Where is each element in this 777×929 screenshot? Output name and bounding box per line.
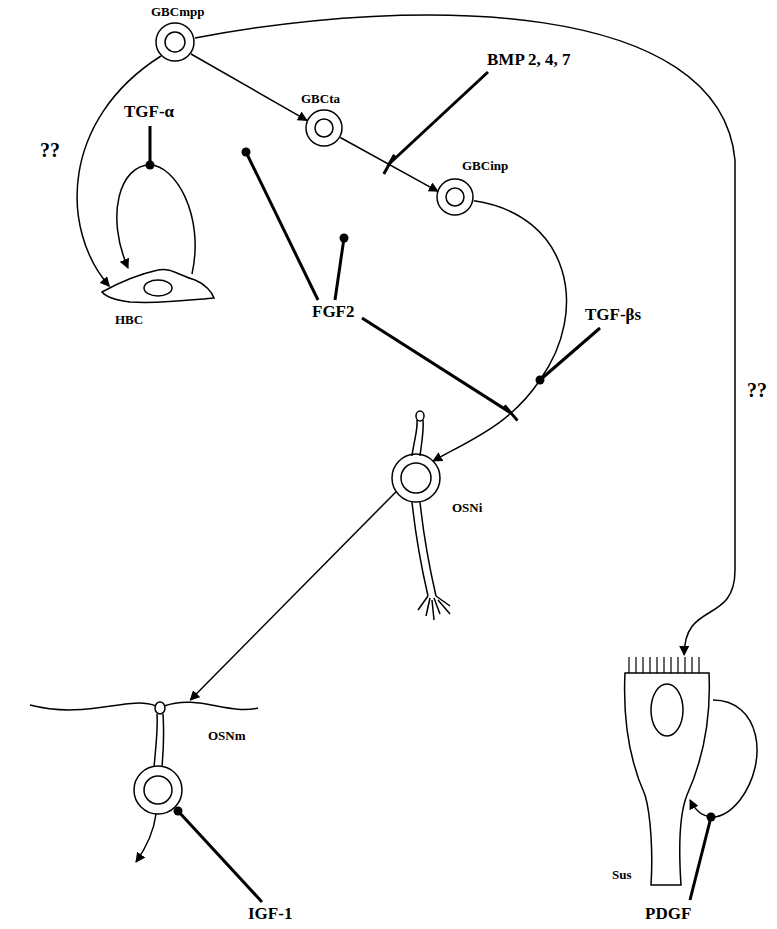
cell-label: Sus (612, 867, 632, 882)
progenitor-cell: GBCta (305, 109, 343, 147)
growth-factor-label: BMP 2, 4, 7 (487, 50, 571, 70)
lineage-arrow (340, 138, 438, 192)
cell-drawing (100, 262, 216, 306)
cell-label: GBCinp (462, 158, 508, 173)
sustentacular-cell: Sus (617, 655, 713, 890)
cell-drawing (305, 109, 343, 147)
cell-label: OSNm (208, 728, 246, 743)
autocrine-loop (117, 165, 195, 274)
lineage-arrow (77, 56, 161, 286)
factor-line (540, 328, 600, 380)
uncertain-label: ?? (745, 379, 769, 401)
basal-cell: HBC (100, 262, 216, 306)
growth-factor-label: TGF-βs (585, 305, 641, 325)
growth-factor-label: PDGF (645, 904, 691, 924)
factor-line (149, 126, 152, 165)
factor-line (362, 318, 511, 413)
mature-neuron: OSNm (118, 700, 203, 860)
lineage-arrow (195, 15, 735, 655)
growth-factor-label: IGF-1 (248, 904, 292, 924)
immature-neuron: OSNi (378, 410, 473, 625)
growth-factor-label: TGF-α (124, 102, 174, 122)
action-dot (707, 813, 716, 822)
cell-label: GBCmpp (151, 4, 204, 19)
growth-factor-label: FGF2 (312, 302, 355, 322)
cell-drawing (155, 22, 195, 62)
action-dot (242, 148, 251, 157)
factor-line (335, 238, 344, 300)
progenitor-cell: GBCinp (436, 178, 474, 216)
factor-line (246, 152, 318, 300)
action-dot (340, 234, 349, 243)
cell-drawing (436, 178, 474, 216)
stem-cell: GBCmpp (155, 22, 195, 62)
cell-label: GBCta (301, 91, 340, 106)
cell-label: OSNi (452, 500, 482, 515)
uncertain-label: ?? (38, 139, 62, 161)
action-dot (146, 161, 155, 170)
cell-drawing (118, 700, 203, 860)
factor-line (389, 72, 488, 164)
lineage-arrow (191, 54, 307, 120)
cell-label: HBC (115, 312, 143, 327)
cell-drawing (378, 410, 473, 625)
cell-drawing (617, 655, 713, 890)
lineage-arrow (190, 492, 396, 700)
factor-line (178, 811, 262, 902)
lineage-arrow (433, 201, 566, 461)
factor-line (690, 817, 711, 900)
